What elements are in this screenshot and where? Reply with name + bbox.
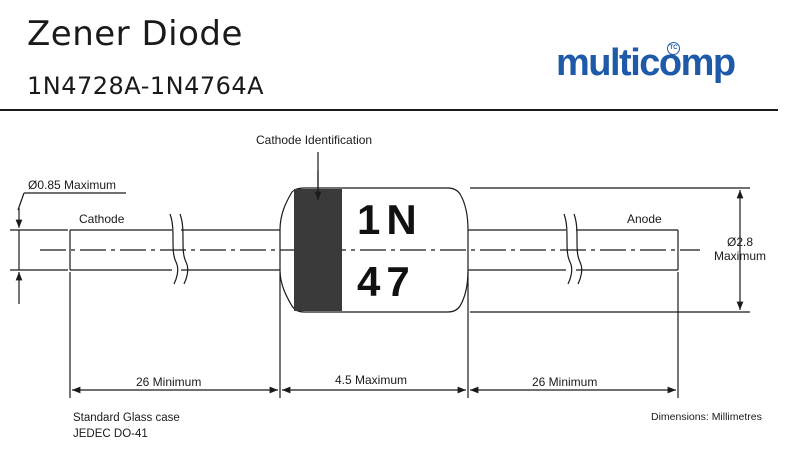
cathode-lead-break (169, 213, 189, 285)
cathode-identification-label: Cathode Identification (256, 133, 373, 147)
dimensions-note: Dimensions: Millimetres (651, 411, 762, 423)
cathode-label: Cathode (79, 212, 125, 226)
body-length-label: 4.5 Maximum (335, 373, 408, 387)
brand-logo-text: multicomp (556, 42, 736, 84)
cathode-lead-inner (181, 229, 280, 271)
left-lead-length-label: 26 Minimum (136, 375, 202, 389)
marking-line-2: 47 (357, 258, 416, 305)
cathode-lead-outer (69, 229, 172, 271)
part-number-range: 1N4728A-1N4764A (27, 72, 265, 100)
body-diameter-label-1: Ø2.8 (727, 235, 754, 249)
lead-diameter-leader (17, 192, 126, 211)
lead-diameter-label: Ø0.85 Maximum (28, 178, 117, 192)
anode-lead-outer (576, 229, 679, 271)
body-diameter-label-2: Maximum (714, 249, 767, 263)
marking-line-1: 1N (357, 196, 423, 243)
trademark-icon: TC (667, 42, 680, 55)
anode-lead-inner (468, 229, 566, 271)
brand-logo: multicomp TC (556, 42, 766, 92)
cathode-band (294, 189, 342, 311)
anode-lead-break (563, 213, 583, 285)
page-title: Zener Diode (27, 14, 243, 54)
anode-label: Anode (627, 212, 662, 226)
case-type-label: Standard Glass case (73, 412, 180, 424)
case-package-label: JEDEC DO-41 (73, 428, 148, 440)
right-lead-length-label: 26 Minimum (532, 375, 598, 389)
header-divider (0, 109, 778, 111)
